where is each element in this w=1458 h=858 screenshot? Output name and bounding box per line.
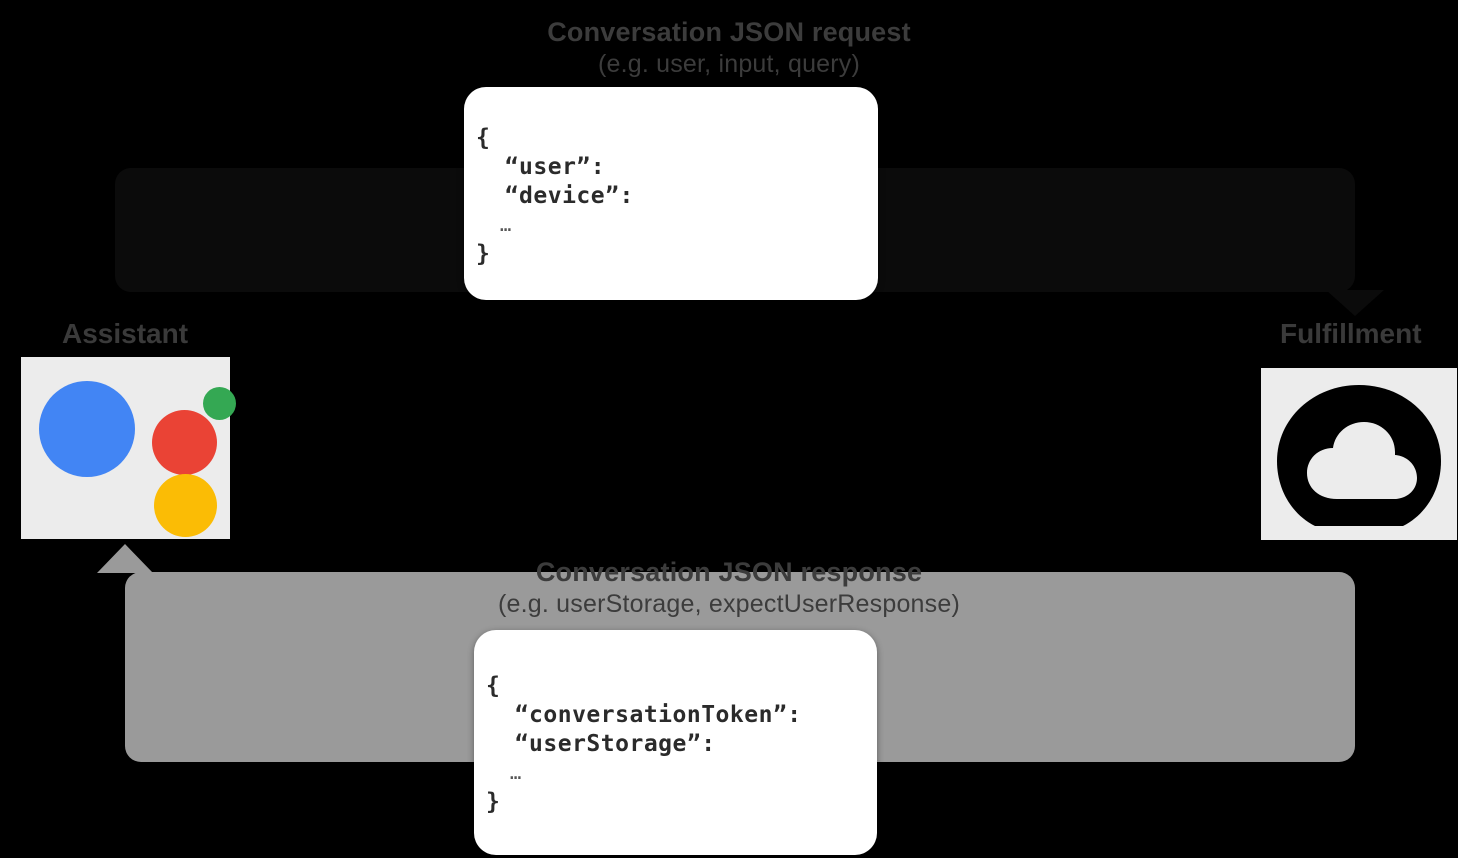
cloud-icon bbox=[1277, 385, 1441, 526]
response-code-line-3: … bbox=[486, 762, 522, 784]
request-caption: Conversation JSON request (e.g. user, in… bbox=[0, 16, 1458, 79]
request-code-line-4: } bbox=[476, 241, 491, 267]
fulfillment-node-label: Fulfillment bbox=[1280, 318, 1422, 349]
assistant-node-label: Assistant bbox=[62, 318, 189, 349]
response-json-card: { “conversationToken”: “userStorage”: … … bbox=[474, 630, 877, 855]
response-flow-arrowhead-icon bbox=[97, 544, 153, 573]
request-caption-title: Conversation JSON request bbox=[547, 17, 911, 47]
request-code-line-1: “user”: bbox=[476, 154, 606, 180]
request-code-line-2: “device”: bbox=[476, 183, 634, 209]
fulfillment-cloud-tile bbox=[1261, 368, 1457, 540]
response-code-line-1: “conversationToken”: bbox=[486, 702, 802, 728]
assistant-yellow-dot-icon bbox=[154, 474, 217, 537]
response-caption: Conversation JSON response (e.g. userSto… bbox=[0, 556, 1458, 619]
request-flow-arrowhead-icon bbox=[1326, 290, 1384, 316]
response-code-line-2: “userStorage”: bbox=[486, 731, 716, 757]
response-caption-subtitle: (e.g. userStorage, expectUserResponse) bbox=[498, 589, 960, 618]
request-code-line-3: … bbox=[476, 214, 512, 236]
assistant-red-dot-icon bbox=[152, 410, 217, 475]
assistant-green-dot-icon bbox=[203, 387, 236, 420]
request-code-line-0: { bbox=[476, 125, 491, 151]
request-caption-subtitle: (e.g. user, input, query) bbox=[597, 49, 861, 78]
request-json-card: { “user”: “device”: … } bbox=[464, 87, 878, 300]
response-code-line-4: } bbox=[486, 789, 501, 815]
response-caption-title: Conversation JSON response bbox=[535, 557, 923, 587]
response-code-line-0: { bbox=[486, 673, 501, 699]
google-assistant-icon bbox=[21, 357, 236, 539]
assistant-blue-dot-icon bbox=[39, 381, 135, 477]
